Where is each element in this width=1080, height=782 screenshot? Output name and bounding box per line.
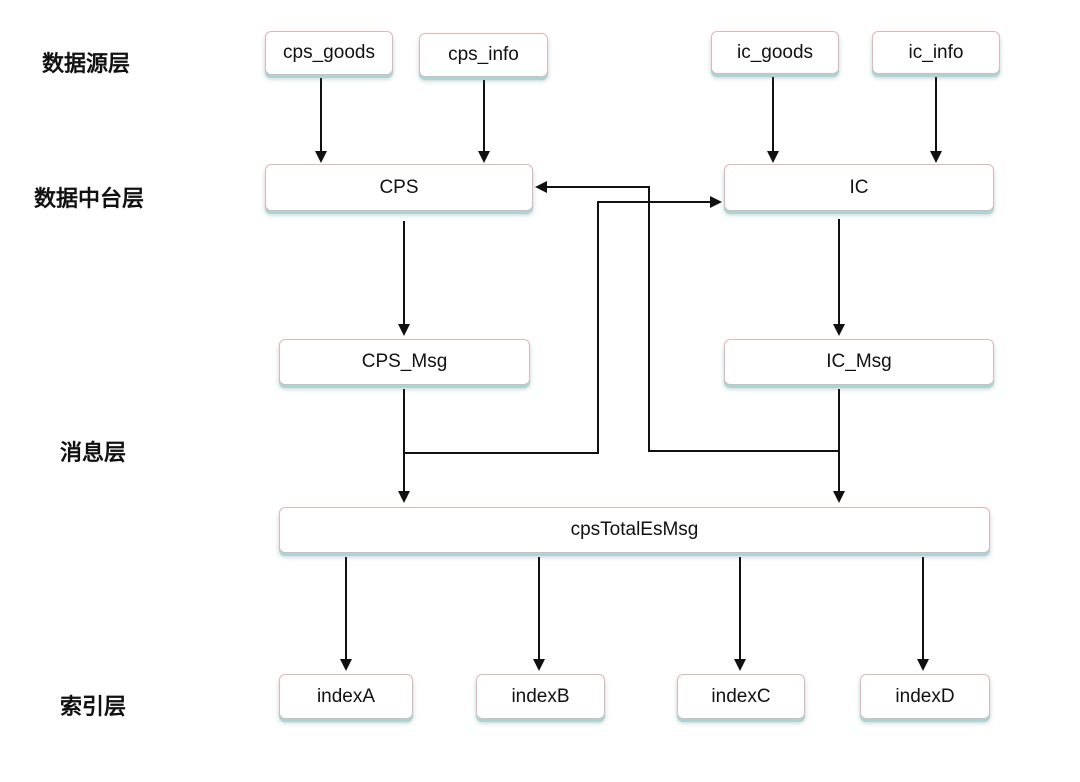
- node-cps: CPS: [265, 164, 533, 211]
- node-index-b: indexB: [476, 674, 605, 719]
- node-cps-msg: CPS_Msg: [279, 339, 530, 385]
- node-cps-goods: cps_goods: [265, 31, 393, 75]
- node-index-a: indexA: [279, 674, 413, 719]
- node-ic: IC: [724, 164, 994, 211]
- node-ic-msg: IC_Msg: [724, 339, 994, 385]
- edge-ic-msg-to-cps: [535, 181, 839, 452]
- edge-cps-msg-to-ic: [404, 196, 722, 454]
- layer-label-middle: 数据中台层: [34, 187, 145, 212]
- layer-label-source: 数据源层: [42, 52, 131, 77]
- node-ic-info: ic_info: [872, 31, 1000, 74]
- layer-label-message: 消息层: [60, 441, 127, 466]
- layer-label-index: 索引层: [60, 695, 127, 720]
- node-cps-info: cps_info: [419, 33, 548, 77]
- node-index-c: indexC: [677, 674, 805, 719]
- node-index-d: indexD: [860, 674, 990, 719]
- node-ic-goods: ic_goods: [711, 31, 839, 74]
- node-cps-total-es-msg: cpsTotalEsMsg: [279, 507, 990, 553]
